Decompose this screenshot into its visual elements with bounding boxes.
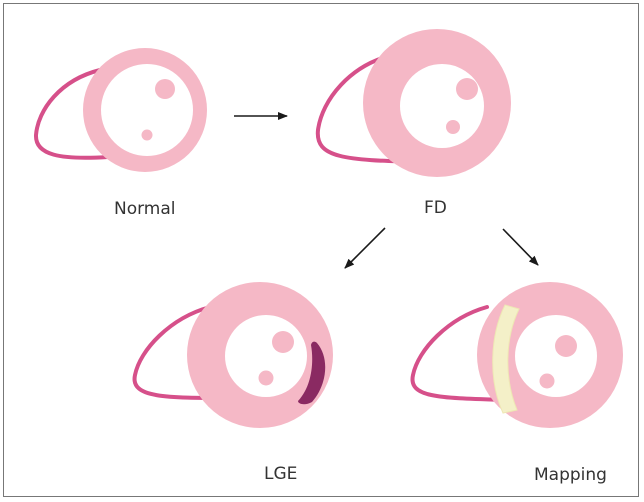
arrow-fd-to-mapping bbox=[503, 229, 538, 265]
fd-papillary-muscle-small bbox=[446, 120, 460, 134]
lge-papillary-muscle-small bbox=[259, 371, 274, 386]
fd-papillary-muscle-large bbox=[456, 78, 478, 100]
normal-papillary-muscle-large bbox=[155, 79, 175, 99]
label-lge: LGE bbox=[264, 464, 297, 484]
mapping-lv-cavity bbox=[515, 315, 597, 397]
lge-papillary-muscle-large bbox=[272, 331, 294, 353]
normal-papillary-muscle-small bbox=[142, 130, 153, 141]
arrow-fd-to-lge bbox=[345, 228, 385, 268]
fd-heart bbox=[318, 29, 511, 177]
label-mapping: Mapping bbox=[534, 465, 607, 485]
fd-lv-cavity bbox=[400, 64, 484, 148]
mapping-papillary-muscle-small bbox=[540, 374, 555, 389]
mapping-papillary-muscle-large bbox=[555, 335, 577, 357]
label-fd: FD bbox=[424, 198, 447, 218]
label-normal: Normal bbox=[114, 199, 176, 219]
lge-heart bbox=[135, 282, 333, 428]
mapping-heart bbox=[412, 282, 623, 428]
normal-heart bbox=[36, 48, 207, 172]
normal-lv-cavity bbox=[101, 64, 193, 156]
